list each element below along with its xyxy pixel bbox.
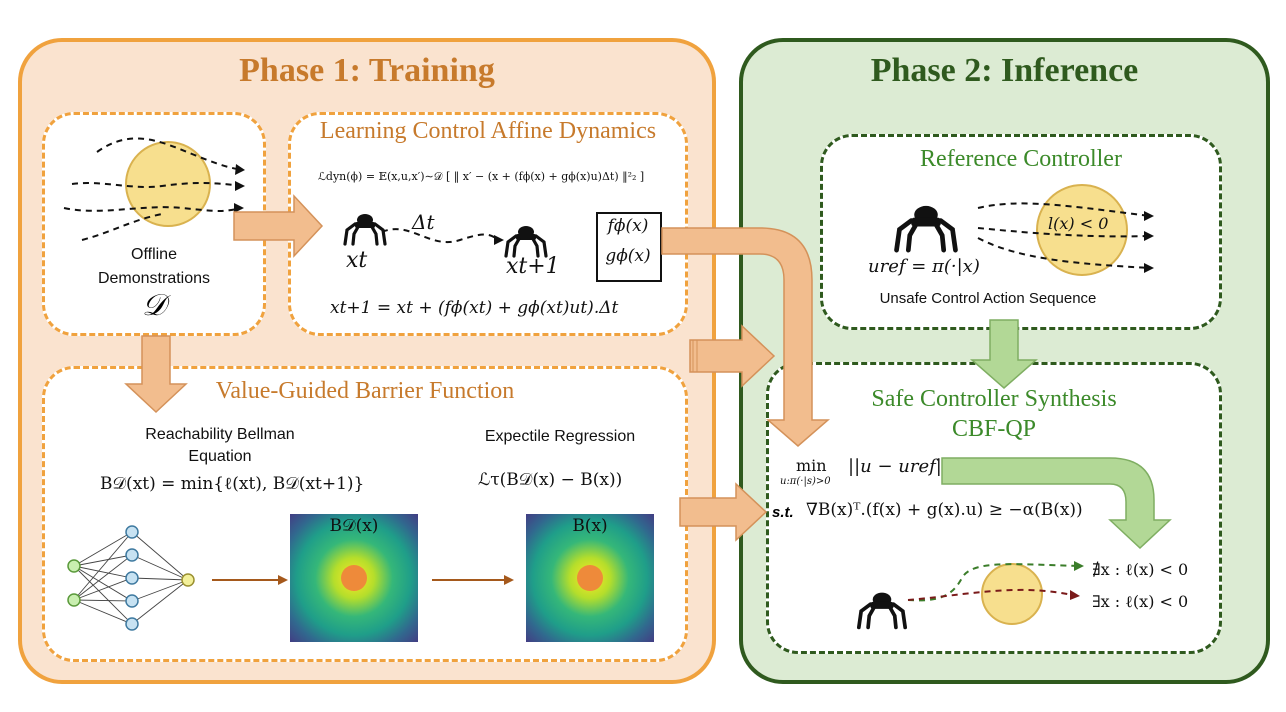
reference-title: Reference Controller: [920, 146, 1122, 172]
dynamics-loss: ℒdyn(ϕ) = 𝔼(x,u,x′)∼𝒟 [ ‖ x′ − (x + (fϕ(…: [318, 170, 645, 183]
unsafe-path-label: ∃x : ℓ(x) < 0: [1092, 592, 1189, 611]
synthesis-title-line1: Safe Controller Synthesis: [871, 386, 1117, 412]
dynamics-title: Learning Control Affine Dynamics: [319, 118, 657, 144]
expectile-label: Expectile Regression: [484, 428, 636, 445]
nn-edge: [131, 554, 189, 581]
nn-edge: [73, 531, 133, 601]
robot-spider-icon: [504, 224, 548, 258]
nn-edge: [73, 531, 133, 567]
nn-edge: [73, 599, 133, 625]
nn-node: [125, 617, 139, 631]
nn-edge: [73, 565, 133, 602]
phase1-title: Phase 1: Training: [239, 52, 495, 89]
nn-node: [67, 593, 81, 607]
nn-node: [125, 571, 139, 585]
circle-label: l(x) < 0: [1048, 214, 1109, 233]
pipeline-arrows: [212, 575, 514, 585]
offline-label-line2: Demonstrations: [97, 270, 211, 287]
x-t-label: xt: [346, 248, 368, 273]
demonstration-trajectories-icon: [63, 137, 245, 241]
dataset-symbol: 𝒟: [142, 288, 166, 323]
reference-caption: Unsafe Control Action Sequence: [879, 290, 1097, 307]
f-phi-label: fϕ(x): [607, 216, 649, 236]
nn-edge: [73, 599, 133, 602]
heatmap-icon: [526, 514, 654, 642]
barrier-title: Value-Guided Barrier Function: [215, 378, 515, 404]
nn-edge: [73, 554, 133, 601]
phase2-title: Phase 2: Inference: [870, 52, 1139, 89]
nn-node: [67, 559, 81, 573]
objective-min: min: [796, 456, 827, 475]
heatmap-icon: [290, 514, 418, 642]
nn-edge: [131, 579, 189, 602]
nn-edge: [131, 577, 189, 581]
nn-node: [125, 548, 139, 562]
g-phi-label: gϕ(x): [605, 246, 651, 266]
heatmap1-label: B𝒟(x): [329, 516, 379, 536]
reference-controller-box: [820, 134, 1222, 330]
unsafe-trajectories-icon: [977, 184, 1154, 276]
heatmap2-label: B(x): [572, 516, 608, 536]
nn-node: [181, 573, 195, 587]
bellman-label-line1: Reachability Bellman: [145, 426, 295, 443]
nn-edge: [131, 531, 189, 581]
learned-dynamics-box: [596, 212, 662, 282]
synthesis-title-line2: CBF-QP: [951, 416, 1037, 442]
robot-spider-icon: [893, 200, 959, 256]
nn-node: [125, 525, 139, 539]
nn-edge: [73, 554, 133, 567]
cbf-constraint: ∇B(x)ᵀ.(f(x) + g(x).u) ≥ −α(B(x)): [806, 500, 1083, 520]
delta-t-label: Δt: [412, 210, 435, 234]
subject-to-label: s.t.: [772, 504, 794, 521]
expectile-equation: ℒτ(B𝒟(x) − B(x)): [478, 470, 623, 490]
nn-edge: [131, 579, 189, 625]
neural-network-icon: [67, 525, 195, 631]
objective-expression: ||u − uref||²: [848, 456, 956, 477]
robot-spider-icon: [856, 590, 908, 630]
objective-subscript: u:π(·|s)>0: [780, 476, 831, 487]
x-t1-label: xt+1: [506, 254, 560, 279]
nn-edge: [73, 577, 133, 601]
bellman-label-line2: Equation: [188, 448, 252, 465]
nn-node: [125, 594, 139, 608]
nn-edge: [73, 565, 133, 579]
policy-equation: uref = π(·|x): [868, 256, 980, 277]
safe-vs-unsafe-paths: [907, 561, 1084, 625]
dynamics-transition-path: [381, 228, 504, 245]
nn-edge: [73, 565, 133, 625]
safe-path-label: ∄x : ℓ(x) < 0: [1092, 560, 1189, 579]
robot-spider-icon: [343, 212, 387, 246]
dynamics-update-equation: xt+1 = xt + (fϕ(xt) + gϕ(xt)ut).Δt: [330, 298, 619, 318]
bellman-equation: B𝒟(xt) = min{ℓ(xt), B𝒟(xt+1)}: [100, 474, 365, 494]
offline-label-line1: Offline: [131, 246, 177, 263]
